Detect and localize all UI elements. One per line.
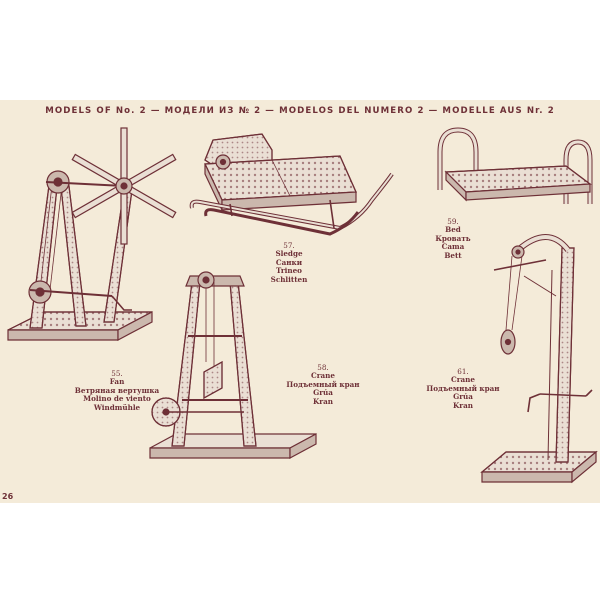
model-name-en: Fan bbox=[109, 377, 125, 387]
model-name-es: Trineo bbox=[276, 266, 302, 276]
model-name-es: Grúa bbox=[313, 388, 333, 398]
model-name-ru: Кровать bbox=[435, 233, 471, 243]
model-name-es: Grúa bbox=[453, 392, 473, 402]
model-number: 57. bbox=[283, 241, 295, 250]
model-name-es: Cama bbox=[441, 242, 465, 252]
model-number: 59. bbox=[447, 217, 459, 226]
model-name-de: Schlitten bbox=[270, 274, 308, 284]
model-number: 61. bbox=[457, 367, 469, 376]
model-name-ru: Подъемный кран bbox=[426, 383, 500, 393]
model-illustrations bbox=[7, 127, 598, 484]
model-name-de: Windmühle bbox=[93, 402, 141, 412]
model-name-en: Crane bbox=[451, 375, 475, 385]
model-name-ru: Подъемный кран bbox=[286, 379, 360, 389]
model-57-sledge-illustration bbox=[189, 133, 394, 236]
model-name-ru: Ветряная вертушка bbox=[74, 385, 160, 395]
model-name-en: Bed bbox=[445, 225, 461, 235]
caption-model-59: 59. Bed Кровать Cama Bett bbox=[408, 217, 498, 260]
model-name-de: Kran bbox=[313, 396, 333, 406]
catalogue-page: MODELS OF No. 2 — МОДЕЛИ ИЗ № 2 — MODELO… bbox=[0, 100, 600, 503]
model-name-es: Molino de viento bbox=[83, 394, 151, 404]
caption-model-57: 57. Sledge Санки Trineo Schlitten bbox=[244, 241, 334, 284]
model-name-ru: Санки bbox=[275, 257, 303, 267]
model-61-crane-illustration bbox=[480, 234, 598, 484]
model-name-de: Bett bbox=[444, 250, 462, 260]
caption-model-55: 55. Fan Ветряная вертушка Molino de vien… bbox=[62, 369, 172, 412]
model-number: 58. bbox=[317, 363, 329, 372]
page-header: MODELS OF No. 2 — МОДЕЛИ ИЗ № 2 — MODELO… bbox=[45, 106, 555, 116]
model-55-fan-illustration bbox=[7, 127, 177, 341]
model-name-de: Kran bbox=[453, 400, 473, 410]
page-number: 26 bbox=[2, 492, 14, 501]
model-59-bed-illustration bbox=[437, 127, 593, 204]
model-58-crane-illustration bbox=[149, 271, 317, 460]
model-name-en: Crane bbox=[311, 371, 335, 381]
caption-model-61: 61. Crane Подъемный кран Grúa Kran bbox=[408, 367, 518, 410]
model-name-en: Sledge bbox=[275, 249, 303, 259]
model-number: 55. bbox=[111, 369, 123, 378]
caption-model-58: 58. Crane Подъемный кран Grúa Kran bbox=[268, 363, 378, 406]
